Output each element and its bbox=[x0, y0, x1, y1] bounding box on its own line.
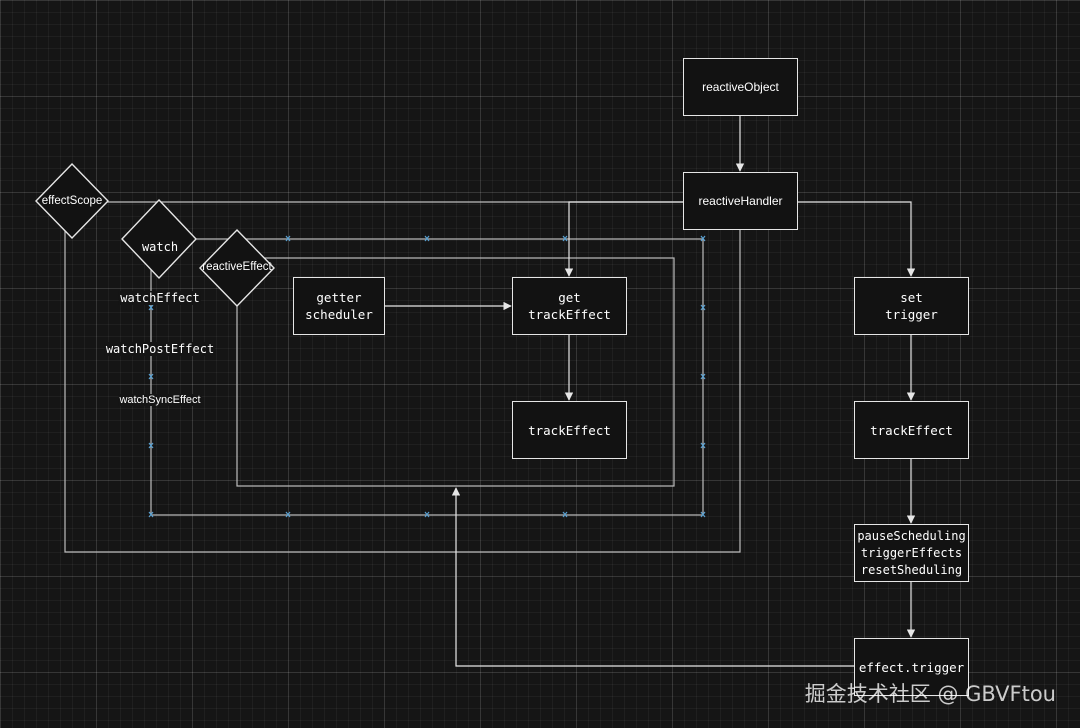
track-effect-inner-text: trackEffect bbox=[528, 422, 611, 438]
reactive-handler-text: reactiveHandler bbox=[698, 194, 783, 208]
scheduling-steps-node: pauseScheduling triggerEffects resetShed… bbox=[854, 524, 969, 582]
reactive-object-node: reactiveObject bbox=[683, 58, 798, 116]
edge-trigger-to-reactive-effect bbox=[451, 487, 854, 667]
frame-markers bbox=[148, 235, 706, 518]
track-effect-inner-node: trackEffect bbox=[512, 401, 627, 459]
watch-label: watch bbox=[140, 240, 180, 254]
reactive-handler-node: reactiveHandler bbox=[683, 172, 798, 230]
effect-trigger-text: effect.trigger bbox=[858, 659, 965, 675]
edge-handler-to-set bbox=[797, 201, 916, 277]
watch-variants-label: watch watchEffect watchPostEffect watchS… bbox=[104, 205, 216, 426]
set-trigger-node: set trigger bbox=[854, 277, 969, 335]
edge-handler-to-get bbox=[564, 201, 684, 277]
watch-sync-effect-label: watchSyncEffect bbox=[118, 394, 202, 406]
reactive-effect-frame bbox=[236, 257, 675, 487]
get-track-effect-text: get trackEffect bbox=[528, 290, 611, 322]
watch-effect-label: watchEffect bbox=[119, 291, 201, 305]
getter-scheduler-node: getter scheduler bbox=[293, 277, 385, 335]
reactive-effect-diamond bbox=[199, 228, 275, 308]
effect-scope-frame bbox=[64, 201, 741, 553]
track-effect-right-text: trackEffect bbox=[870, 422, 953, 438]
track-effect-right-node: trackEffect bbox=[854, 401, 969, 459]
effect-scope-label: effectScope bbox=[41, 195, 103, 207]
reactive-object-text: reactiveObject bbox=[702, 80, 779, 94]
effect-scope-diamond bbox=[35, 162, 109, 240]
scheduling-steps-text: pauseScheduling triggerEffects resetShed… bbox=[857, 528, 966, 577]
watch-post-effect-label: watchPostEffect bbox=[104, 342, 216, 356]
set-trigger-text: set trigger bbox=[885, 290, 938, 322]
reactive-effect-label: reactiveEffect bbox=[202, 261, 272, 273]
watch-diamond bbox=[121, 198, 197, 280]
getter-scheduler-text: getter scheduler bbox=[305, 290, 373, 322]
get-track-effect-node: get trackEffect bbox=[512, 277, 627, 335]
watermark: 掘金技术社区 @ GBVFtou bbox=[804, 682, 1056, 706]
effect-trigger-node: effect.trigger bbox=[854, 638, 969, 696]
